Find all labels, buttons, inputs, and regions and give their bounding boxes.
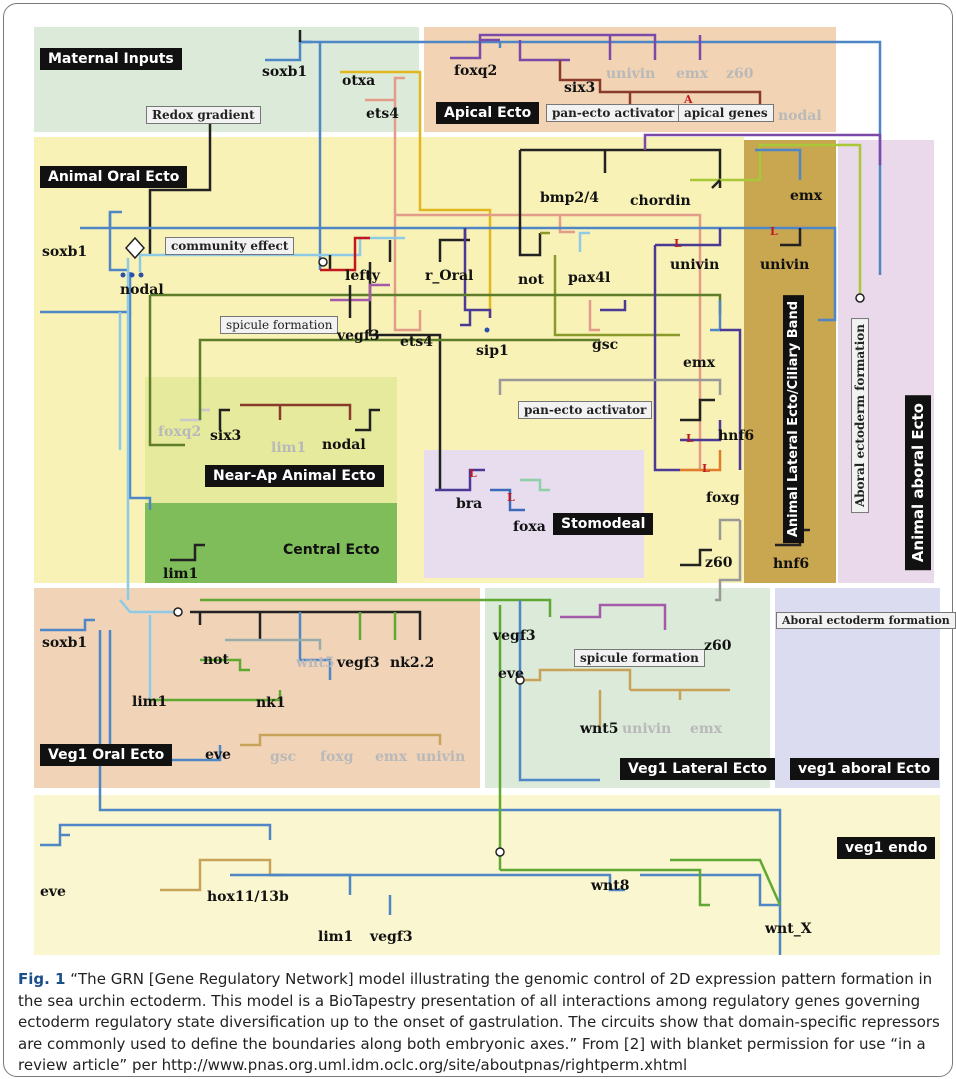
- gene-gsc-veg1: gsc: [270, 749, 297, 765]
- gene-hox11-13b: hox11/13b: [207, 889, 289, 905]
- note-community-effect: community effect: [165, 237, 295, 255]
- gene-ets4-oral: ets4: [400, 334, 433, 350]
- marker-l-foxg: L: [702, 462, 710, 475]
- marker-l-hnf6: L: [686, 432, 694, 445]
- marker-l-foxa: L: [507, 491, 515, 504]
- gene-univin-oral: univin: [670, 257, 720, 273]
- region-label-veg1-lateral-ecto: Veg1 Lateral Ecto: [620, 758, 775, 780]
- region-label-maternal-inputs: Maternal Inputs: [40, 48, 182, 70]
- region-label-animal-lateral-ecto: Animal Lateral Ecto/Ciliary Band: [783, 295, 804, 544]
- gene-hnf6-oral: hnf6: [718, 428, 755, 444]
- gene-wnt-x: wnt_X: [765, 921, 812, 937]
- gene-foxq2-apical: foxq2: [454, 63, 498, 79]
- marker-l-univin-lateral: L: [770, 225, 778, 238]
- gene-eve-endo: eve: [40, 884, 66, 900]
- gene-lim1-central: lim1: [163, 566, 199, 582]
- gene-foxg-veg1: foxg: [320, 749, 354, 765]
- caption-text: “The GRN [Gene Regulatory Network] model…: [18, 970, 940, 1074]
- gene-lim1-near-ap: lim1: [271, 440, 307, 456]
- gene-univin-apical: univin: [606, 66, 656, 82]
- gene-lefty: lefty: [345, 268, 380, 284]
- region-label-near-ap-animal-ecto: Near-Ap Animal Ecto: [205, 465, 384, 487]
- region-label-animal-oral-ecto: Animal Oral Ecto: [40, 166, 188, 188]
- marker-a: A: [684, 93, 693, 106]
- gene-soxb1-oral: soxb1: [42, 244, 88, 260]
- gene-nodal: nodal: [120, 282, 164, 298]
- gene-vegf3-veg1: vegf3: [337, 655, 380, 671]
- soxb1-top-gene-symbol: [265, 40, 312, 62]
- gene-eve-lateral: eve: [498, 666, 524, 682]
- region-veg1-lateral-ecto: [485, 588, 770, 788]
- gene-r-oral: r_Oral: [425, 268, 474, 284]
- gene-eve-veg1: eve: [205, 747, 231, 763]
- gene-foxq2-near-ap: foxq2: [158, 424, 202, 440]
- note-aboral-ectoderm-formation: Aboral ectoderm formation: [776, 612, 956, 629]
- gene-univin-lateral: univin: [760, 257, 810, 273]
- note-pan-ecto-activator-top: pan-ecto activator: [546, 104, 681, 122]
- gene-lim1-veg1: lim1: [132, 694, 168, 710]
- region-central-ecto: [145, 503, 397, 583]
- gene-sip1: sip1: [476, 343, 509, 359]
- region-label-veg1-endo: veg1 endo: [837, 837, 936, 859]
- gene-univin-veg1: univin: [416, 749, 466, 765]
- gene-soxb1-veg1: soxb1: [42, 635, 88, 651]
- gene-wnt5-lateral: wnt5: [580, 721, 619, 737]
- gene-not-oral: not: [518, 272, 544, 288]
- gene-emx-apical: emx: [676, 66, 709, 82]
- gene-z60-apical: z60: [726, 66, 754, 82]
- gene-foxg: foxg: [706, 490, 740, 506]
- network-wiring: [40, 30, 882, 955]
- gene-emx-oral: emx: [683, 355, 716, 371]
- gene-wnt8: wnt8: [591, 878, 630, 894]
- gene-univin-veg1-lateral: univin: [622, 721, 672, 737]
- marker-l-univin-oral: L: [674, 237, 682, 250]
- note-aboral-ectoderm-formation-vertical: Aboral ectoderm formation: [851, 318, 869, 514]
- gene-soxb1-maternal: soxb1: [262, 64, 308, 80]
- note-apical-genes: apical genes: [678, 104, 774, 122]
- gene-pax4l: pax4l: [568, 270, 611, 286]
- gene-ets4-maternal: ets4: [366, 106, 399, 122]
- region-label-apical-ecto: Apical Ecto: [436, 102, 540, 124]
- region-label-stomodeal: Stomodeal: [553, 513, 654, 535]
- gene-gsc: gsc: [592, 337, 619, 353]
- gene-emx-veg1: emx: [375, 749, 408, 765]
- gene-vegf3-oral: vegf3: [337, 328, 380, 344]
- gene-lim1-endo: lim1: [318, 929, 354, 945]
- region-label-central-ecto: Central Ecto: [283, 542, 380, 558]
- gene-nk2-2: nk2.2: [390, 655, 435, 671]
- gene-hnf6-lateral: hnf6: [773, 556, 810, 572]
- gene-emx-veg1-lateral: emx: [690, 721, 723, 737]
- gene-six3-apical: six3: [564, 80, 596, 96]
- gene-wnt5-veg1: wnt5: [296, 655, 335, 671]
- gene-chordin: chordin: [630, 193, 691, 209]
- note-redox-gradient: Redox gradient: [146, 106, 261, 124]
- note-spicule-formation-top: spicule formation: [220, 316, 339, 334]
- region-label-veg1-oral-ecto: Veg1 Oral Ecto: [40, 744, 173, 766]
- figure-caption: Fig. 1 “The GRN [Gene Regulatory Network…: [18, 969, 940, 1077]
- gene-vegf3-lateral: vegf3: [493, 628, 536, 644]
- marker-l-bra: L: [469, 467, 477, 480]
- region-label-veg1-aboral-ecto: veg1 aboral Ecto: [790, 758, 939, 780]
- gene-not-veg1: not: [203, 652, 229, 668]
- figure-number: Fig. 1: [18, 970, 66, 988]
- gene-bra: bra: [456, 496, 483, 512]
- gene-z60-oral: z60: [705, 555, 733, 571]
- gene-six3-near-ap: six3: [210, 428, 242, 444]
- gene-nodal-near-ap: nodal: [322, 437, 366, 453]
- gene-foxa: foxa: [513, 519, 546, 535]
- gene-bmp2-4: bmp2/4: [540, 190, 599, 206]
- note-pan-ecto-activator-mid: pan-ecto activator: [518, 401, 653, 419]
- note-spicule-formation-bottom: spicule formation: [574, 649, 705, 667]
- gene-vegf3-endo: vegf3: [370, 929, 413, 945]
- gene-emx-lateral: emx: [790, 188, 823, 204]
- gene-otxa: otxa: [342, 73, 376, 89]
- gene-z60-veg1: z60: [704, 638, 732, 654]
- gene-nodal-apical: nodal: [778, 108, 822, 124]
- gene-nk1: nk1: [256, 695, 286, 711]
- region-label-animal-aboral-ecto: Animal aboral Ecto: [905, 395, 931, 571]
